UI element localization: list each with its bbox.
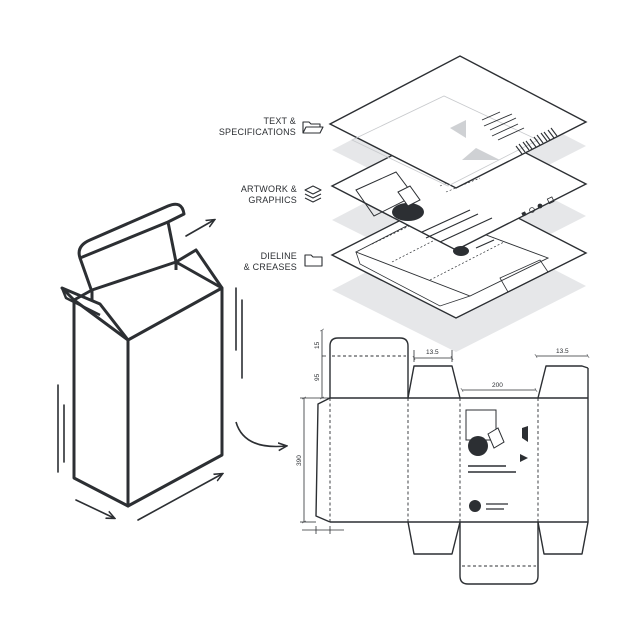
box-flap-left [60, 286, 130, 341]
box-rim [73, 260, 223, 302]
label-artwork-graphics-line1: ARTWORK & [240, 184, 297, 194]
folder-open-icon [302, 121, 324, 134]
layer-stack [328, 55, 588, 352]
dieline-body [330, 368, 589, 523]
dieline-creases [329, 355, 588, 567]
label-dieline-creases-line1: DIELINE [260, 251, 297, 261]
box-motion-lines [57, 220, 243, 521]
dim-panel-width: 200 [492, 382, 503, 389]
box-tuck-flap [77, 202, 186, 259]
dieline-top-tuck [329, 337, 409, 398]
label-text-specifications-line2: SPECIFICATIONS [218, 127, 296, 137]
layers-stack-icon [304, 185, 322, 203]
label-dieline-creases-line2: & CREASES [243, 262, 297, 272]
box-back-panel [78, 220, 178, 293]
dim-top-flap-height: 15 [314, 341, 321, 349]
dimension-lines [300, 330, 588, 534]
artwork-circle-dark [392, 203, 424, 221]
folder-icon [304, 254, 323, 267]
dieline-artwork [465, 409, 528, 512]
curved-arrow-to-dieline [235, 421, 286, 447]
dim-panel-height: 390 [296, 455, 303, 466]
dim-tuck-height: 95 [314, 373, 321, 381]
box-dust-flap-right [175, 248, 224, 289]
dim-top-width: 13.5 [426, 349, 439, 356]
dieline-top-dust-flap-1 [407, 365, 461, 399]
label-text-specifications-line1: TEXT & [263, 116, 296, 126]
dieline-artwork-circle [468, 436, 488, 456]
dieline-bottom-flap-2 [537, 521, 589, 555]
sheet-text-specs [328, 55, 588, 189]
barcode [515, 127, 558, 155]
open-box-3d [60, 202, 224, 508]
label-artwork-graphics: ARTWORK & GRAPHICS [196, 184, 297, 206]
label-artwork-graphics-line2: GRAPHICS [248, 195, 297, 205]
dim-side-width: 13.5 [556, 348, 569, 355]
dieline-glue-flap [315, 397, 331, 523]
label-dieline-creases: DIELINE & CREASES [196, 251, 297, 273]
label-text-specifications: TEXT & SPECIFICATIONS [196, 116, 296, 138]
dimension-labels: 15 95 390 13.5 200 13.5 [296, 341, 569, 466]
flat-dieline [315, 337, 589, 585]
dieline-bottom-tuck [459, 522, 539, 585]
dieline-top-dust-flap-2 [537, 365, 589, 399]
dieline-bottom-flap-1 [407, 521, 461, 555]
box-side-face [126, 286, 224, 508]
